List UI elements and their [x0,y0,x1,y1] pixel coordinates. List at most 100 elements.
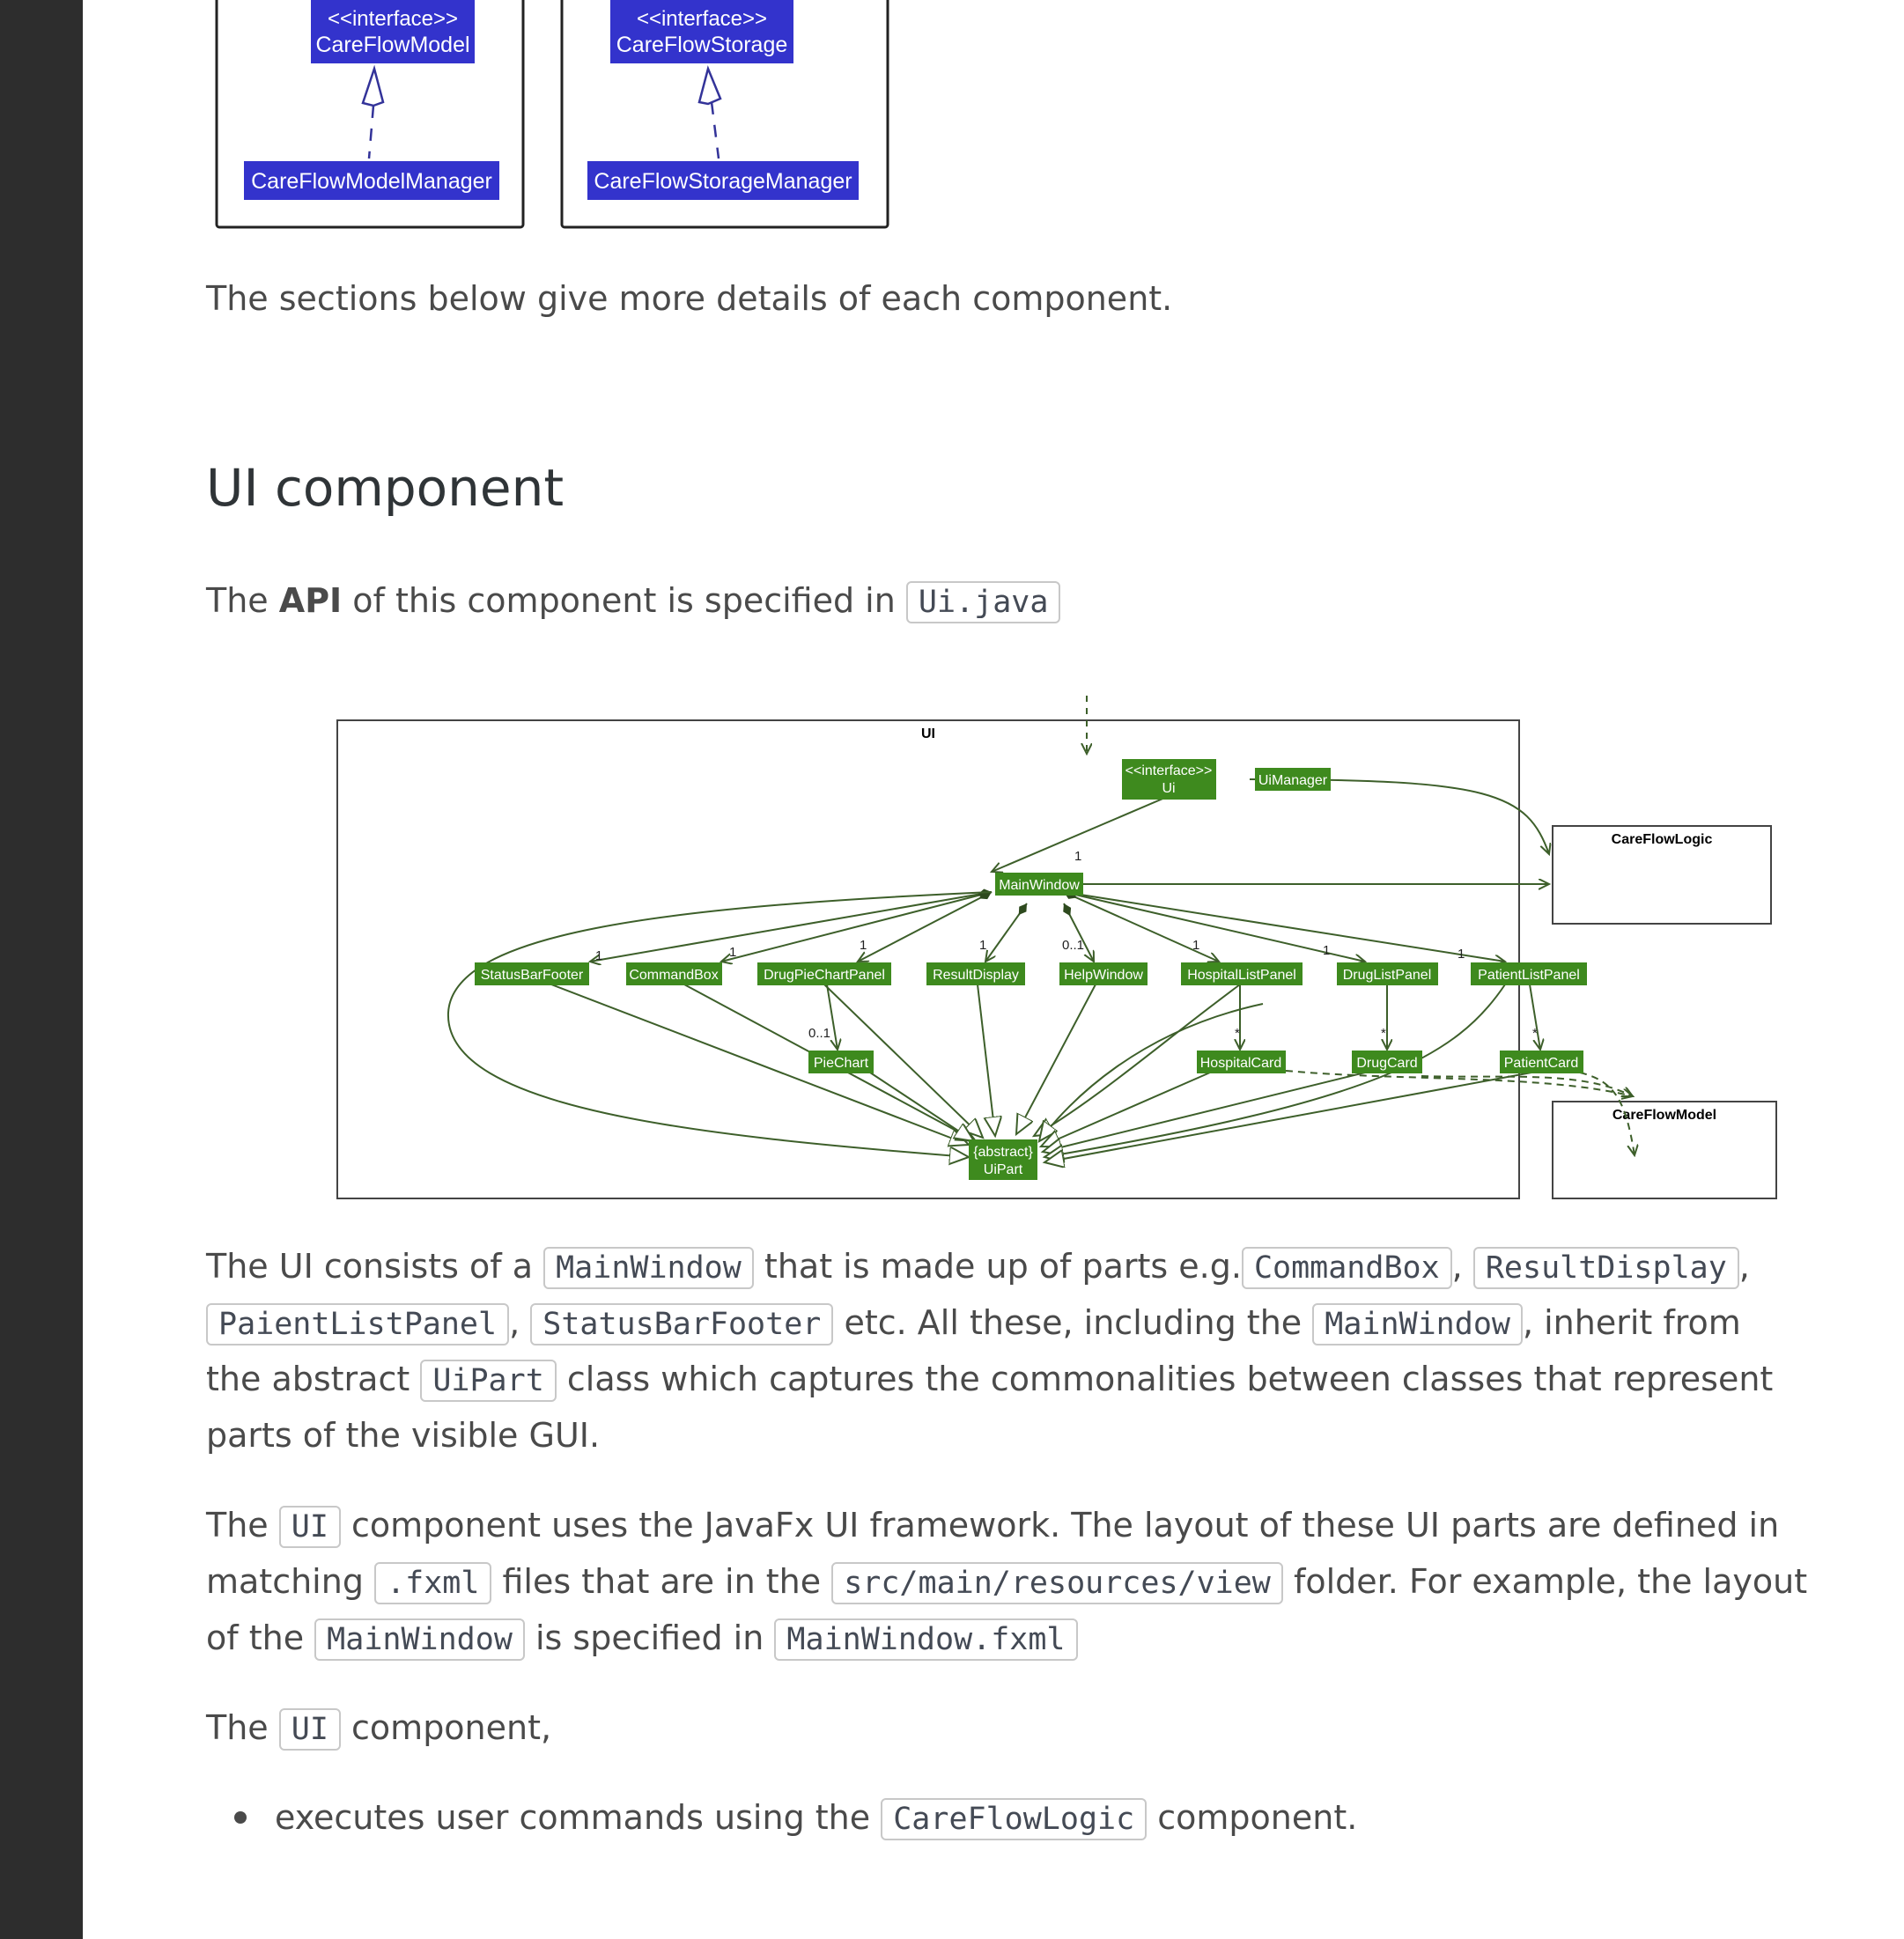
storage-package-box [560,0,889,229]
ui-package-label: UI [921,726,935,741]
mult-hospitalpanel: 1 [1192,938,1199,953]
code-view-folder: src/main/resources/view [831,1562,1283,1604]
hospitalcard-label: HospitalCard [1200,1056,1281,1071]
model-package-box [215,0,525,229]
druglistpanel-box [1337,962,1438,985]
statusbarfooter-box [475,962,589,985]
code-mainwindow-2: MainWindow [1312,1303,1523,1346]
uipart-stereotype: {abstract} [973,1145,1033,1160]
resultdisplay-box [926,962,1025,985]
hospitalcard-box [1197,1051,1286,1073]
druglistpanel-label: DrugListPanel [1343,968,1432,983]
api-paragraph: The API of this component is specified i… [206,572,1061,630]
mult-drugcard: * [1381,1026,1386,1041]
patientlistpanel-label: PatientListPanel [1478,968,1580,983]
ui-java-link[interactable]: Ui.java [905,581,1061,623]
code-mainwindow-3: MainWindow [314,1618,525,1661]
mainwindow-label: MainWindow [999,878,1080,893]
drugpiechartpanel-label: DrugPieChartPanel [764,968,885,983]
patientcard-box [1500,1051,1583,1073]
code-uipart: UiPart [420,1360,557,1402]
drugpiechartpanel-box [757,962,891,985]
resultdisplay-label: ResultDisplay [933,968,1019,983]
careflowstoragemanager-label: CareFlowStorageManager [594,169,852,194]
uimanager-label: UiManager [1258,773,1328,788]
piechart-label: PieChart [814,1056,869,1071]
mainwindow-fxml-link[interactable]: MainWindow.fxml [774,1618,1078,1661]
code-ui-2: UI [278,1708,341,1751]
statusbarfooter-label: StatusBarFooter [481,968,584,983]
careflowmodel-interface-box [311,0,475,63]
code-commandbox: CommandBox [1241,1247,1452,1289]
mult-hospitalcard: * [1235,1026,1240,1041]
careflowlogic-box [1552,825,1772,925]
para2-line2: matching .fxml files that are in the src… [206,1553,1807,1611]
model-realization-arrow [361,64,385,107]
helpwindow-box [1059,962,1148,985]
storage-realization-arrow [697,65,722,106]
careflowstorage-interface-name: CareFlowStorage [616,33,788,57]
careflowlogic-label: CareFlowLogic [1612,832,1713,847]
uipart-name: UiPart [984,1162,1023,1177]
para2-line3: of the MainWindow is specified in MainWi… [206,1610,1078,1668]
careflowmodel-box [1552,1101,1777,1199]
bullet-item: executes user commands using the CareFlo… [275,1789,1357,1847]
careflowstorage-interface-box [610,0,793,63]
hospitallistpanel-box [1181,962,1303,985]
mult-helpwindow: 0..1 [1062,938,1084,953]
code-fxml: .fxml [374,1562,492,1604]
careflowmodel-interface-name: CareFlowModel [315,33,469,57]
careflowstoragemanager-box [587,161,859,200]
api-text-prefix: The [206,581,269,620]
api-bold-text: API [278,581,343,620]
para1-line1: The UI consists of a MainWindow that is … [206,1238,1750,1296]
drugcard-box [1352,1051,1422,1073]
commandbox-label: CommandBox [629,968,718,983]
careflowmodel-label: CareFlowModel [1612,1108,1716,1123]
mult-commandbox: 1 [729,945,736,960]
mult-resultdisplay: 1 [979,938,986,953]
uimanager-box [1255,768,1331,791]
intro-paragraph: The sections below give more details of … [206,279,1173,318]
ui-interface-box [1122,759,1216,800]
para1-line2: PaientListPanel, StatusBarFooter etc. Al… [206,1294,1741,1353]
code-mainwindow: MainWindow [543,1247,754,1289]
piechart-box [808,1051,874,1073]
architecture-diagram-fragment: <<interface>> CareFlowModel <<interface>… [215,0,889,229]
ui-component-heading: UI component [206,458,565,518]
document-page: <<interface>> CareFlowModel <<interface>… [83,0,1904,1939]
mult-drugpanel: 1 [1323,943,1330,958]
para2-line1: The UI component uses the JavaFx UI fram… [206,1497,1779,1555]
careflowmodel-stereotype: <<interface>> [328,7,458,31]
mult-mainwindow: 1 [1074,849,1081,864]
api-text-middle: of this component is specified in [352,581,896,620]
mult-patientpanel: 1 [1458,947,1465,962]
mult-piechart: 0..1 [808,1026,830,1041]
mult-patientcard: * [1532,1026,1538,1041]
hospitallistpanel-label: HospitalListPanel [1187,968,1296,983]
para3: The UI component, [206,1699,551,1758]
careflowstorage-stereotype: <<interface>> [637,7,767,31]
code-paientlistpanel: PaientListPanel [206,1303,510,1346]
mainwindow-box [995,873,1083,896]
careflowmodelmanager-label: CareFlowModelManager [251,169,492,194]
commandbox-box [626,962,722,985]
para1-line4: parts of the visible GUI. [206,1416,601,1455]
careflowmodelmanager-box [244,161,499,200]
para1-line3: the abstract UiPart class which captures… [206,1351,1773,1409]
patientcard-label: PatientCard [1504,1056,1579,1071]
ui-interface-stereotype: <<interface>> [1125,763,1213,778]
code-statusbarfooter: StatusBarFooter [530,1303,834,1346]
mult-piechartpanel: 1 [860,938,867,953]
code-resultdisplay: ResultDisplay [1472,1247,1739,1289]
mult-statusbar: 1 [595,948,602,963]
ui-package-boundary [336,719,1520,1199]
uipart-box [969,1139,1037,1180]
patientlistpanel-box [1471,962,1587,985]
bullet-dot [234,1811,247,1824]
code-careflowlogic: CareFlowLogic [881,1798,1148,1840]
drugcard-label: DrugCard [1356,1056,1417,1071]
code-ui: UI [278,1506,341,1548]
ui-interface-name: Ui [1162,781,1175,796]
helpwindow-label: HelpWindow [1064,968,1143,983]
